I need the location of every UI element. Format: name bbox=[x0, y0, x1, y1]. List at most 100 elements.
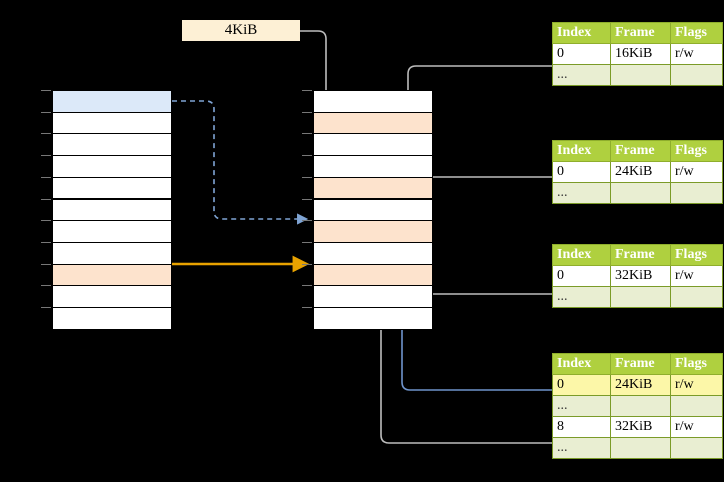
physical-frame-cell-3 bbox=[313, 155, 433, 178]
table-row[interactable]: ... bbox=[552, 182, 723, 204]
column-header-index: Index bbox=[552, 353, 611, 375]
physical-frame-cell-1 bbox=[313, 111, 433, 135]
physical-memory-column bbox=[302, 90, 433, 330]
column-header-index: Index bbox=[552, 244, 611, 266]
virtual-page-tick-6 bbox=[41, 220, 51, 222]
virtual-page-tick-8 bbox=[41, 263, 51, 265]
virtual-page-cell-2 bbox=[52, 133, 172, 157]
virtual-page-cell-5 bbox=[52, 198, 172, 222]
physical-frame-tick-9 bbox=[302, 285, 312, 287]
virtual-page-cell-3 bbox=[52, 155, 172, 178]
physical-frame-tick-1 bbox=[302, 111, 312, 113]
virtual-page-tick-2 bbox=[41, 133, 51, 135]
table-row[interactable]: ... bbox=[552, 64, 723, 86]
cell-flags: r/w bbox=[670, 374, 723, 396]
virtual-page-tick-7 bbox=[41, 241, 51, 243]
virtual-address-space-column bbox=[41, 90, 172, 330]
cell-index: ... bbox=[552, 395, 611, 417]
cell-frame bbox=[610, 182, 671, 204]
table-row[interactable]: ... bbox=[552, 286, 723, 308]
cell-index: 0 bbox=[552, 43, 611, 65]
physical-frame-tick-6 bbox=[302, 220, 312, 222]
cell-flags bbox=[670, 437, 723, 459]
table-row[interactable]: ... bbox=[552, 395, 723, 417]
cell-frame: 16KiB bbox=[610, 43, 671, 65]
physical-frame-tick-4 bbox=[302, 176, 312, 178]
cell-index: ... bbox=[552, 286, 611, 308]
virtual-page-tick-10 bbox=[41, 307, 51, 308]
column-header-flags: Flags bbox=[670, 140, 723, 162]
column-header-frame: Frame bbox=[610, 353, 671, 375]
cell-flags bbox=[670, 182, 723, 204]
column-header-frame: Frame bbox=[610, 140, 671, 162]
cell-flags bbox=[670, 64, 723, 86]
physical-frame-cell-7 bbox=[313, 241, 433, 265]
cell-index: 0 bbox=[552, 161, 611, 183]
column-header-index: Index bbox=[552, 140, 611, 162]
physical-frame-tick-10 bbox=[302, 307, 312, 308]
physical-frame-tick-3 bbox=[302, 155, 312, 157]
virtual-page-tick-0 bbox=[41, 90, 51, 91]
cell-frame bbox=[610, 286, 671, 308]
cell-index: 0 bbox=[552, 374, 611, 396]
physical-frame-cell-9 bbox=[313, 285, 433, 308]
physical-frame-cell-8 bbox=[313, 263, 433, 287]
column-header-index: Index bbox=[552, 22, 611, 44]
cell-index: ... bbox=[552, 182, 611, 204]
virtual-page-cell-8 bbox=[52, 263, 172, 287]
column-header-flags: Flags bbox=[670, 22, 723, 44]
cell-frame: 24KiB bbox=[610, 161, 671, 183]
cell-flags bbox=[670, 286, 723, 308]
column-header-frame: Frame bbox=[610, 22, 671, 44]
virtual-page-tick-4 bbox=[41, 176, 51, 178]
physical-frame-tick-2 bbox=[302, 133, 312, 135]
physical-frame-cell-10 bbox=[313, 307, 433, 330]
virtual-page-cell-1 bbox=[52, 111, 172, 135]
cell-frame: 32KiB bbox=[610, 265, 671, 287]
physical-frame-cell-5 bbox=[313, 198, 433, 222]
virtual-page-tick-1 bbox=[41, 111, 51, 113]
virtual-page-cell-0 bbox=[52, 90, 172, 113]
physical-frame-cell-0 bbox=[313, 90, 433, 113]
virtual-page-cell-6 bbox=[52, 220, 172, 243]
cell-frame: 24KiB bbox=[610, 374, 671, 396]
cell-index: 0 bbox=[552, 265, 611, 287]
wire-virtual-page0-to-memory bbox=[172, 100, 309, 225]
cell-index: ... bbox=[552, 437, 611, 459]
cell-flags: r/w bbox=[670, 161, 723, 183]
cell-flags: r/w bbox=[670, 43, 723, 65]
cell-frame: 32KiB bbox=[610, 416, 671, 438]
physical-frame-tick-8 bbox=[302, 263, 312, 265]
virtual-page-tick-5 bbox=[41, 198, 51, 200]
cell-index: ... bbox=[552, 64, 611, 86]
table-row[interactable]: ... bbox=[552, 437, 723, 459]
cell-index: 8 bbox=[552, 416, 611, 438]
cell-flags: r/w bbox=[670, 416, 723, 438]
cell-frame bbox=[610, 64, 671, 86]
physical-frame-cell-6 bbox=[313, 220, 433, 243]
physical-frame-tick-5 bbox=[302, 198, 312, 200]
cell-flags: r/w bbox=[670, 265, 723, 287]
column-header-flags: Flags bbox=[670, 353, 723, 375]
virtual-page-tick-9 bbox=[41, 285, 51, 287]
physical-frame-tick-7 bbox=[302, 241, 312, 243]
virtual-page-cell-9 bbox=[52, 285, 172, 308]
cell-flags bbox=[670, 395, 723, 417]
virtual-page-cell-7 bbox=[52, 241, 172, 265]
column-header-frame: Frame bbox=[610, 244, 671, 266]
size-label-4kib: 4KiB bbox=[182, 20, 300, 41]
virtual-page-tick-3 bbox=[41, 155, 51, 157]
